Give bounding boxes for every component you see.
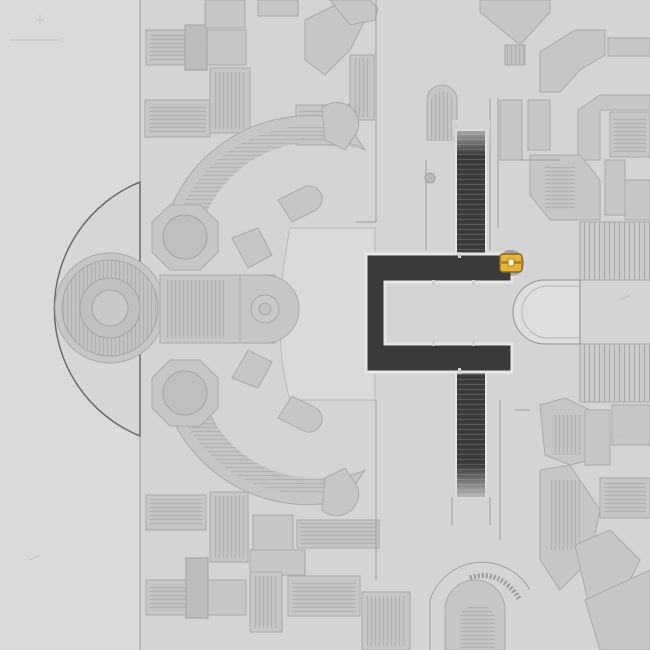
building-cluster-right [429, 0, 650, 650]
terrain-marks [10, 15, 631, 561]
chest-icon[interactable] [498, 250, 524, 276]
north-chapel [424, 84, 491, 250]
stairs-right-upper [579, 221, 650, 281]
building-cluster-bottom-left [145, 400, 411, 650]
right-apse-path [512, 279, 581, 345]
cathedral-ring-building [54, 101, 367, 517]
stairs-right-lower [579, 343, 650, 403]
